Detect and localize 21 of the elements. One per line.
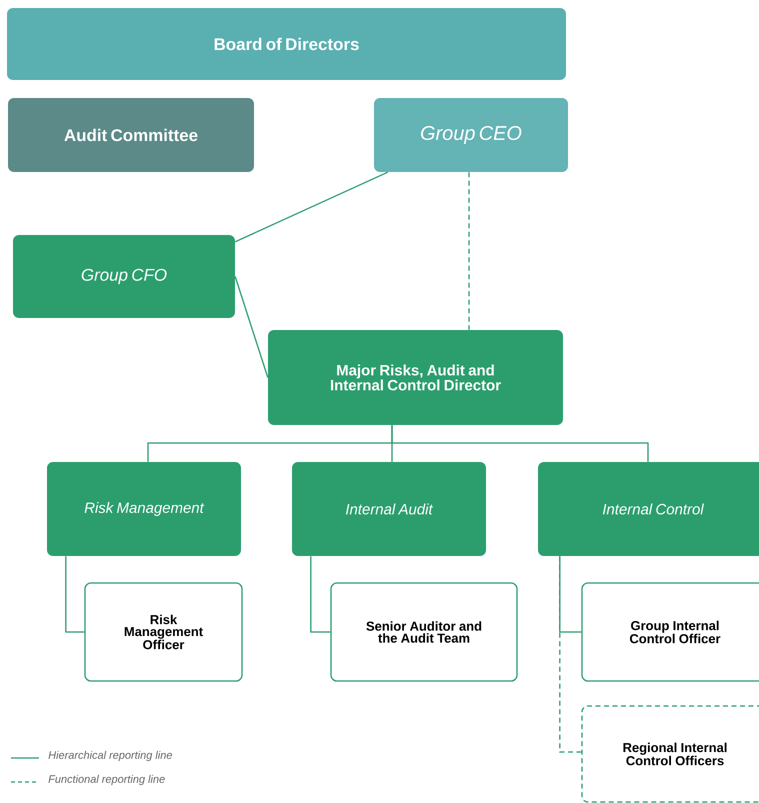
ceo-box: Group CEO [374, 98, 568, 172]
reporting-line [310, 556, 330, 633]
committee-box: Audit Committee [8, 98, 254, 172]
department-box: Risk Management [47, 462, 241, 556]
reporting-line [468, 172, 470, 330]
officer-box: Senior Auditor and the Audit Team [330, 582, 518, 682]
director-box: Major Risks, Audit and Internal Control Director [268, 330, 563, 425]
officer-box: Regional Internal Control Officers [581, 705, 759, 803]
reporting-line [65, 556, 84, 633]
department-box: Internal Control [538, 462, 759, 556]
reporting-line [234, 276, 268, 378]
legend-label: Hierarchical reporting line [48, 750, 172, 762]
reporting-line [559, 556, 582, 753]
officer-box: Risk Management Officer [84, 582, 243, 682]
reporting-line [234, 172, 388, 242]
legend-label: Functional reporting line [48, 774, 165, 786]
reporting-line [391, 425, 649, 462]
department-box: Internal Audit [292, 462, 486, 556]
cfo-box: Group CFO [13, 235, 235, 318]
officer-box: Group Internal Control Officer [581, 582, 759, 682]
board-box: Board of Directors [7, 8, 566, 80]
